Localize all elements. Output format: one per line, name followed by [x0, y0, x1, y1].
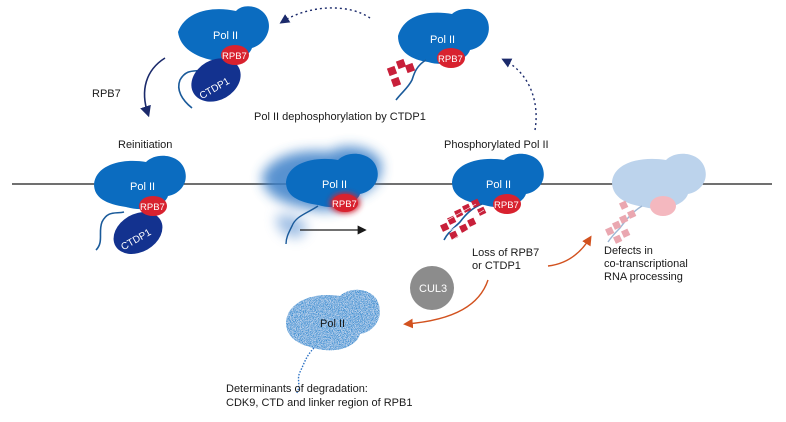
pol-ii-label: Pol II: [213, 30, 238, 42]
rpb7-label: RPB7: [438, 54, 463, 65]
dephosphorylation-label: Pol II dephosphorylation by CTDP1: [254, 111, 426, 123]
cul3-circle: [410, 266, 454, 310]
phospho-mark: [447, 215, 457, 225]
faded-rpb7-oval: [650, 196, 676, 216]
pol-ii-label: Pol II: [486, 179, 511, 191]
pol-ii-shape: [94, 155, 186, 210]
ctdp1-oval: [113, 212, 163, 254]
dephosphorylation-arrow: [279, 7, 371, 24]
faded-phospho-mark: [619, 200, 629, 210]
pol-ii-complex-top-left: Pol II CTDP1 RPB7: [177, 6, 269, 109]
faded-phospho-mark: [613, 234, 623, 244]
degraded-ctd-tail: [295, 347, 315, 395]
phospho-mark: [454, 208, 464, 218]
determinants-label-line1: Determinants of degradation:: [226, 383, 368, 395]
faded-phospho-mark: [627, 209, 637, 219]
rpb7-oval: [139, 196, 167, 216]
rpb7-label: RPB7: [222, 51, 247, 62]
defects-arrow: [547, 235, 592, 267]
pol-ii-shape: [286, 153, 378, 208]
rpb7-arrow: [140, 57, 166, 118]
pol-ii-complex-top-right: Pol II RPB7: [386, 8, 489, 101]
determinants-label-line2: CDK9, CTD and linker region of RPB1: [226, 397, 412, 409]
phospho-mark: [440, 222, 450, 232]
pol-ii-complex-faded: [605, 153, 706, 244]
phospho-mark: [404, 62, 416, 74]
loss-label-line1: Loss of RPB7: [472, 247, 539, 259]
pol-ii-label: Pol II: [130, 181, 155, 193]
pol-ii-label: Pol II: [320, 318, 345, 330]
rpb7-oval: [493, 194, 521, 214]
phosphorylated-label: Phosphorylated Pol II: [444, 139, 549, 151]
degraded-pol-ii-tint: [286, 289, 380, 351]
pol-ii-shape: [398, 8, 489, 64]
faded-pol-ii-shape: [612, 153, 706, 209]
ctd-tail: [395, 59, 427, 101]
faded-phospho-mark: [612, 220, 622, 230]
rpb7-arrow-label: RPB7: [92, 88, 121, 100]
defects-label-line3: RNA processing: [604, 271, 683, 283]
pol-ii-complex-phosphorylated: Pol II RPB7: [440, 153, 544, 241]
pol-ii-complex-degraded: Pol II: [286, 289, 380, 395]
rpb7-label: RPB7: [140, 202, 165, 213]
ctdp1-oval: [191, 58, 241, 102]
degradation-arrow: [403, 279, 489, 329]
ctd-tail: [285, 205, 319, 245]
rna-hatching: [443, 203, 487, 241]
rpb7-oval: [437, 48, 465, 68]
faded-phospho-mark: [619, 214, 629, 224]
degraded-pol-ii-shape: [286, 289, 380, 351]
defects-label-line1: Defects in: [604, 245, 653, 257]
faded-phospho-mark: [621, 228, 631, 238]
ctd-tail: [443, 203, 483, 241]
phospho-mark: [459, 223, 469, 233]
pol-ii-shape: [178, 6, 269, 62]
reinitiation-label: Reinitiation: [118, 139, 172, 151]
ctd-tail: [95, 211, 125, 251]
phospho-mark: [467, 217, 477, 227]
rpb7-label: RPB7: [332, 199, 357, 210]
defects-label-line2: co-transcriptional: [604, 258, 688, 270]
pol-ii-label: Pol II: [430, 34, 455, 46]
rpb7-oval: [332, 194, 358, 212]
phospho-mark: [395, 58, 407, 70]
phospho-mark: [386, 65, 398, 77]
pol-ii-label: Pol II: [322, 179, 347, 191]
rpb7-oval: [221, 45, 249, 65]
cul3-label: CUL3: [419, 283, 447, 295]
pol-ii-complex-reinitiation: Pol II CTDP1 RPB7: [94, 155, 186, 254]
pol-ii-complex-elongating: Pol II RPB7: [262, 146, 382, 245]
phospho-mark: [390, 76, 402, 88]
rpb7-label: RPB7: [494, 200, 519, 211]
phosphorylation-return-arrow: [501, 58, 537, 131]
loss-label-line2: or CTDP1: [472, 260, 521, 272]
faded-phospho-mark: [605, 226, 615, 236]
pol-ii-shape: [452, 153, 544, 208]
